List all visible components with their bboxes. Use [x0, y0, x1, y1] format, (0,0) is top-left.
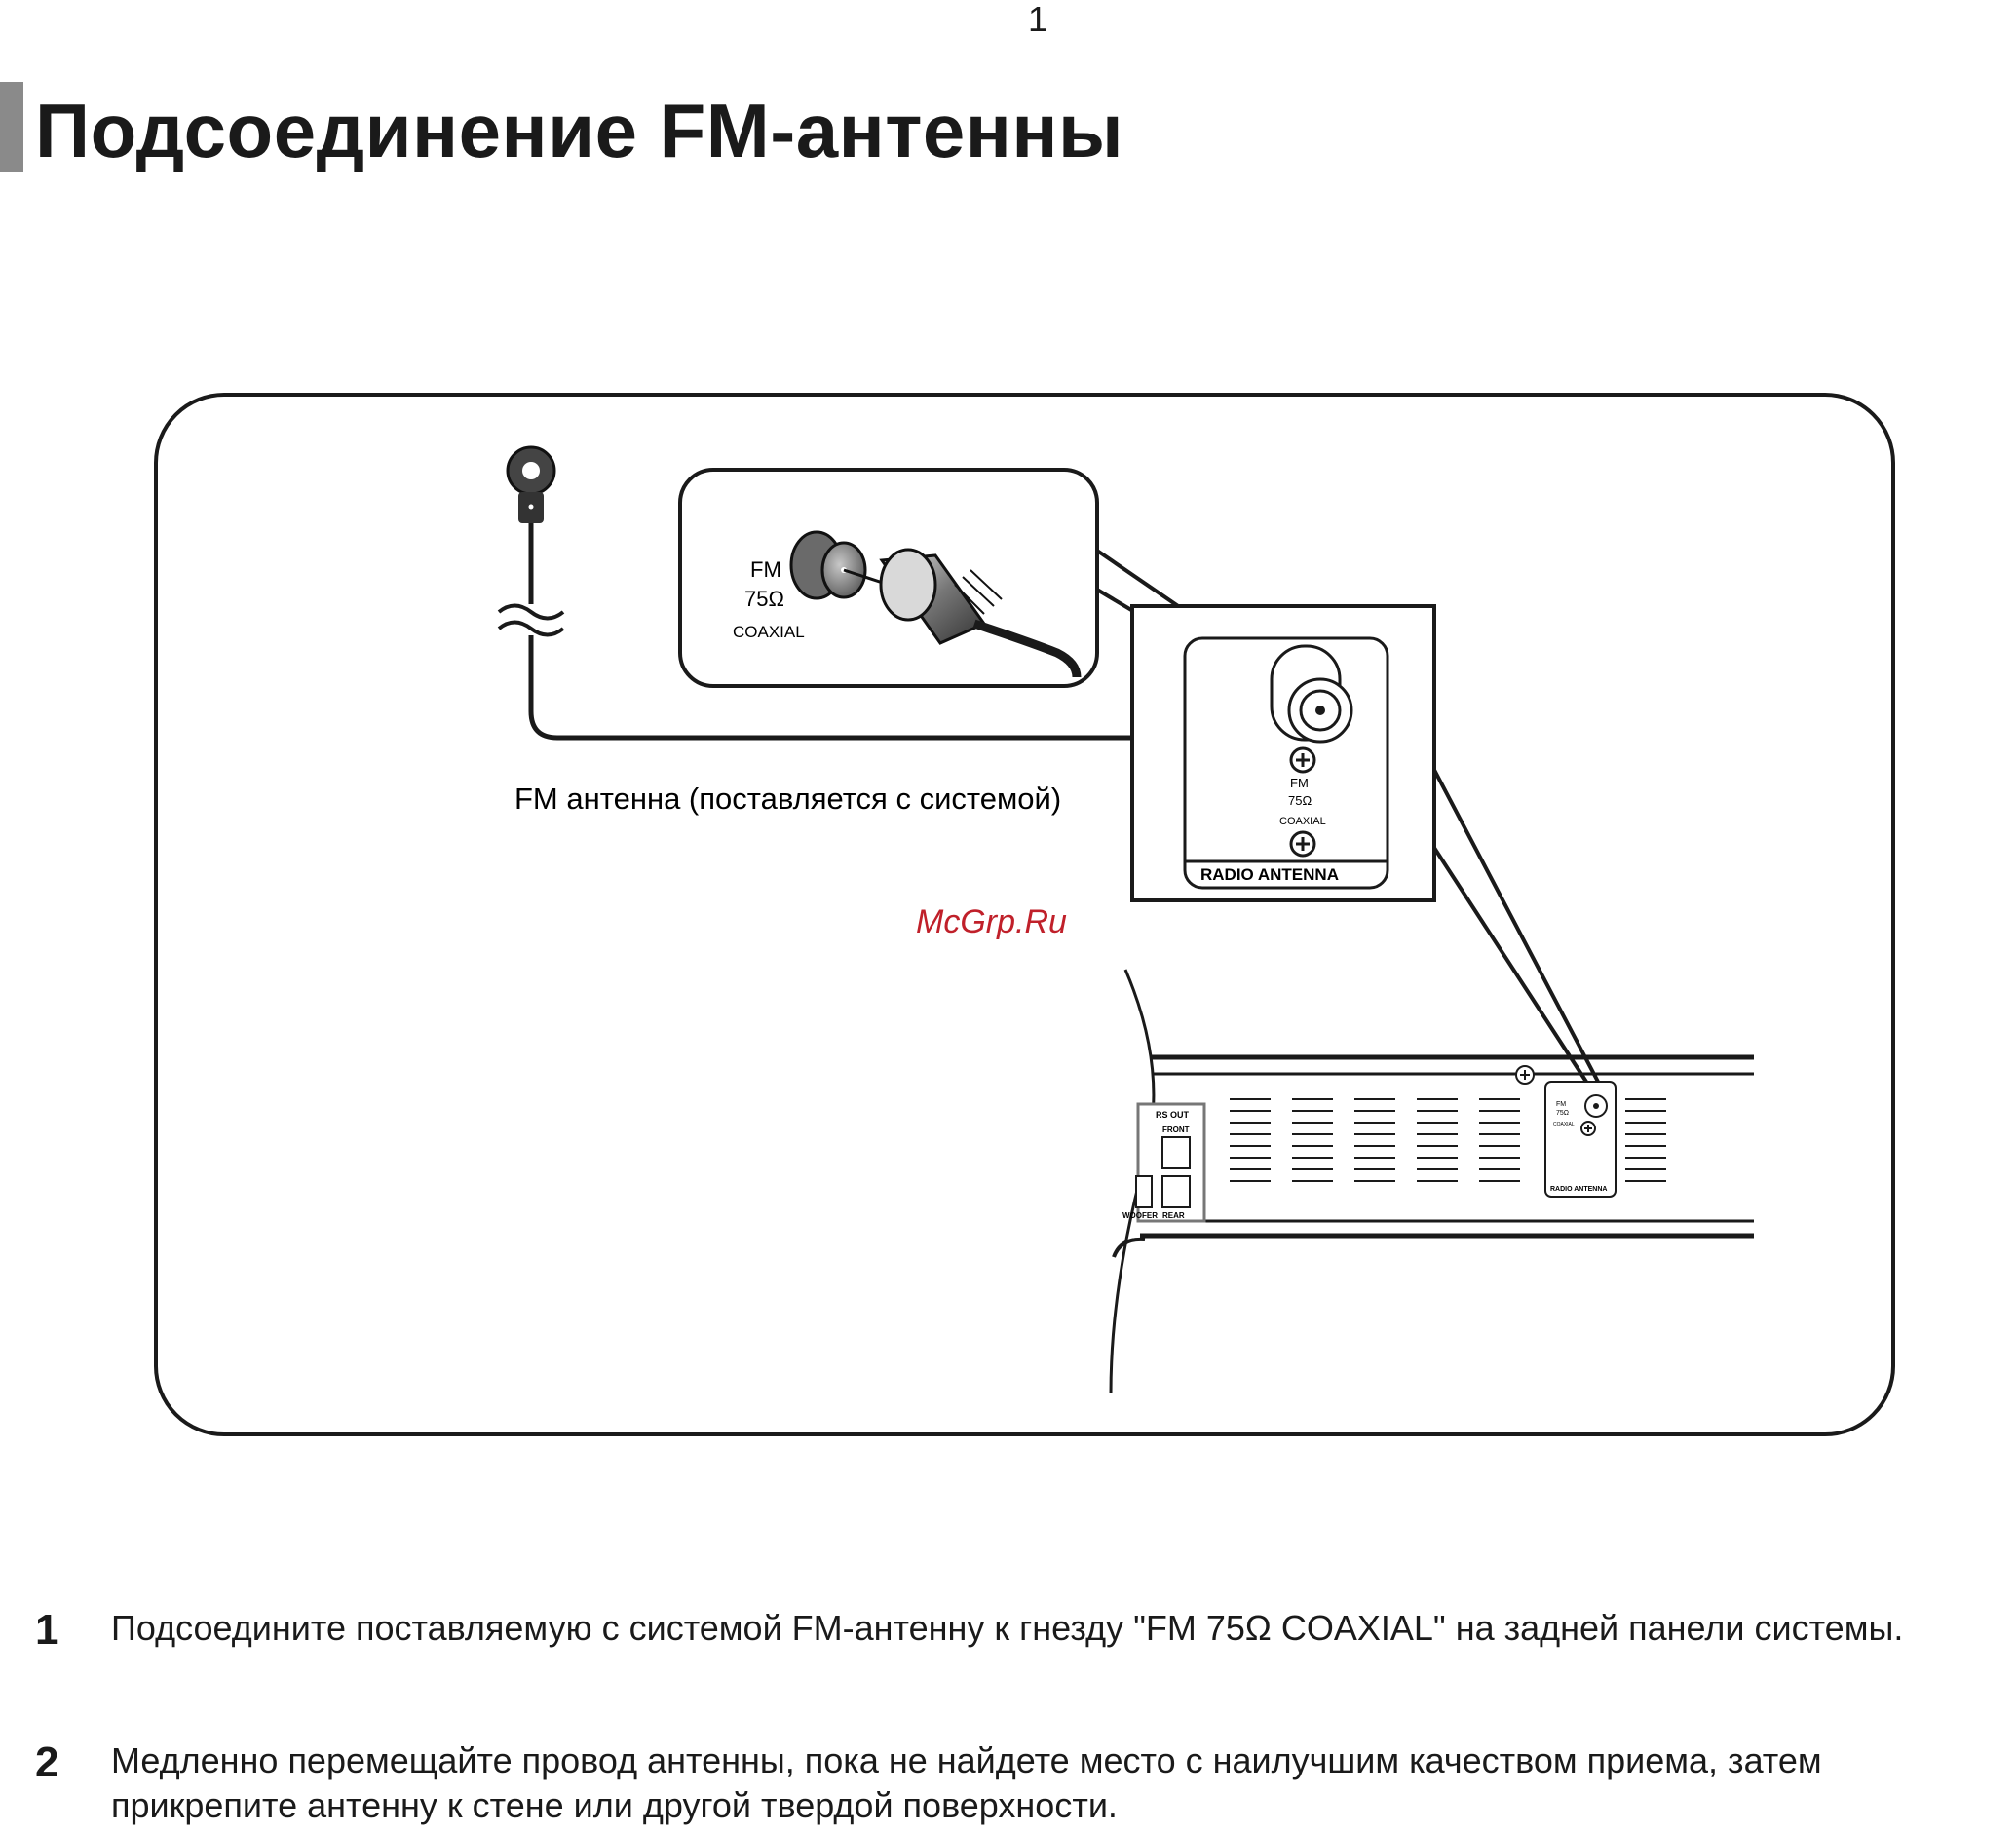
vent-grille — [1230, 1098, 1666, 1182]
zoom-label-coaxial: COAXIAL — [733, 623, 805, 641]
panel-label-radio-antenna: RADIO ANTENNA — [1200, 865, 1339, 884]
panel-label-coaxial: COAXIAL — [1279, 816, 1326, 827]
antenna-wire — [528, 523, 1320, 741]
wire-break-icon — [497, 603, 565, 637]
step-number: 2 — [35, 1738, 59, 1786]
diagram-frame — [154, 393, 1895, 1436]
device-label-speakers-out: RS OUT — [1156, 1110, 1190, 1120]
device-label-ohm: 75Ω — [1556, 1110, 1569, 1117]
front-terminal-icon — [1161, 1136, 1191, 1169]
rear-terminal-icon — [1161, 1175, 1191, 1208]
step-text: Медленно перемещайте провод антенны, пок… — [111, 1740, 1822, 1825]
device-label-woofer: WOOFER — [1122, 1211, 1158, 1220]
device-label-fm: FM — [1556, 1101, 1566, 1108]
step-number: 1 — [35, 1606, 59, 1654]
device-screw-icon — [1515, 1065, 1535, 1085]
device-label-rear: REAR — [1162, 1211, 1185, 1220]
page-title: Подсоединение FM-антенны — [35, 88, 1124, 173]
device-rear-panel: RS OUT FRONT REAR WOOFER FM 75Ω COAXIAL … — [1109, 969, 1754, 1394]
device-label-coaxial: COAXIAL — [1553, 1122, 1575, 1127]
antenna-caption: FM антенна (поставляется с системой) — [514, 782, 1061, 816]
title-accent-bar — [0, 82, 23, 172]
panel-label-ohm: 75Ω — [1288, 793, 1312, 808]
device-label-front: FRONT — [1162, 1126, 1190, 1134]
zoom-label-fm: FM — [750, 557, 781, 582]
zoom-label-ohm: 75Ω — [744, 587, 784, 611]
panel-screw-bottom-icon — [1289, 830, 1316, 858]
coaxial-plug-icon — [879, 548, 1082, 678]
device-plate-screw-icon — [1580, 1121, 1596, 1136]
woofer-terminal-icon — [1135, 1175, 1153, 1208]
panel-label-fm: FM — [1290, 776, 1309, 790]
antenna-terminal-icon — [506, 445, 556, 523]
device-label-radio-antenna: RADIO ANTENNA — [1550, 1186, 1607, 1193]
step-text: Подсоедините поставляемую с системой FM-… — [111, 1608, 1904, 1648]
panel-screw-top-icon — [1289, 746, 1316, 774]
page-number: 1 — [1027, 0, 1048, 39]
watermark-text: McGrp.Ru — [916, 903, 1067, 940]
panel-plate — [1183, 636, 1389, 890]
panel-coaxial-jack-icon — [1270, 644, 1353, 744]
